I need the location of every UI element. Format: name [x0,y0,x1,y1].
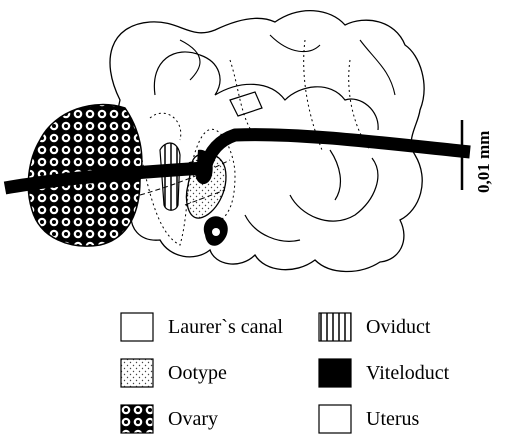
legend-item-ootype: Ootype [120,358,320,394]
swatch-empty-icon [318,404,352,434]
legend-item-viteloduct: Viteloduct [318,358,508,394]
legend-label: Ootype [168,362,227,385]
legend-label: Ovary [168,408,218,431]
swatch-empty-icon [120,312,154,342]
legend-label: Viteloduct [366,362,449,385]
legend-item-uterus: Uterus [318,404,508,440]
uterus-inner-loop-2 [230,92,262,116]
uterus-inner-loop-4 [180,35,395,95]
legend-item-ovary: Ovary [120,404,320,440]
swatch-solid-black-icon [318,358,352,388]
viteloduct-lumen [212,228,220,236]
legend-label: Laurer`s canal [168,316,283,339]
uterus-inner-loop-3 [245,150,378,241]
scale-bar-label: 0,01 mm [474,131,494,193]
swatch-checker-circles-icon [120,404,154,434]
legend-label: Uterus [366,408,419,431]
legend-item-oviduct: Oviduct [318,312,508,348]
uterus-inner-loop-1 [154,52,378,130]
legend-item-laurers-canal: Laurer`s canal [120,312,320,348]
legend-label: Oviduct [366,316,430,339]
swatch-dotted-icon [120,358,154,388]
swatch-vertical-lines-icon [318,312,352,342]
